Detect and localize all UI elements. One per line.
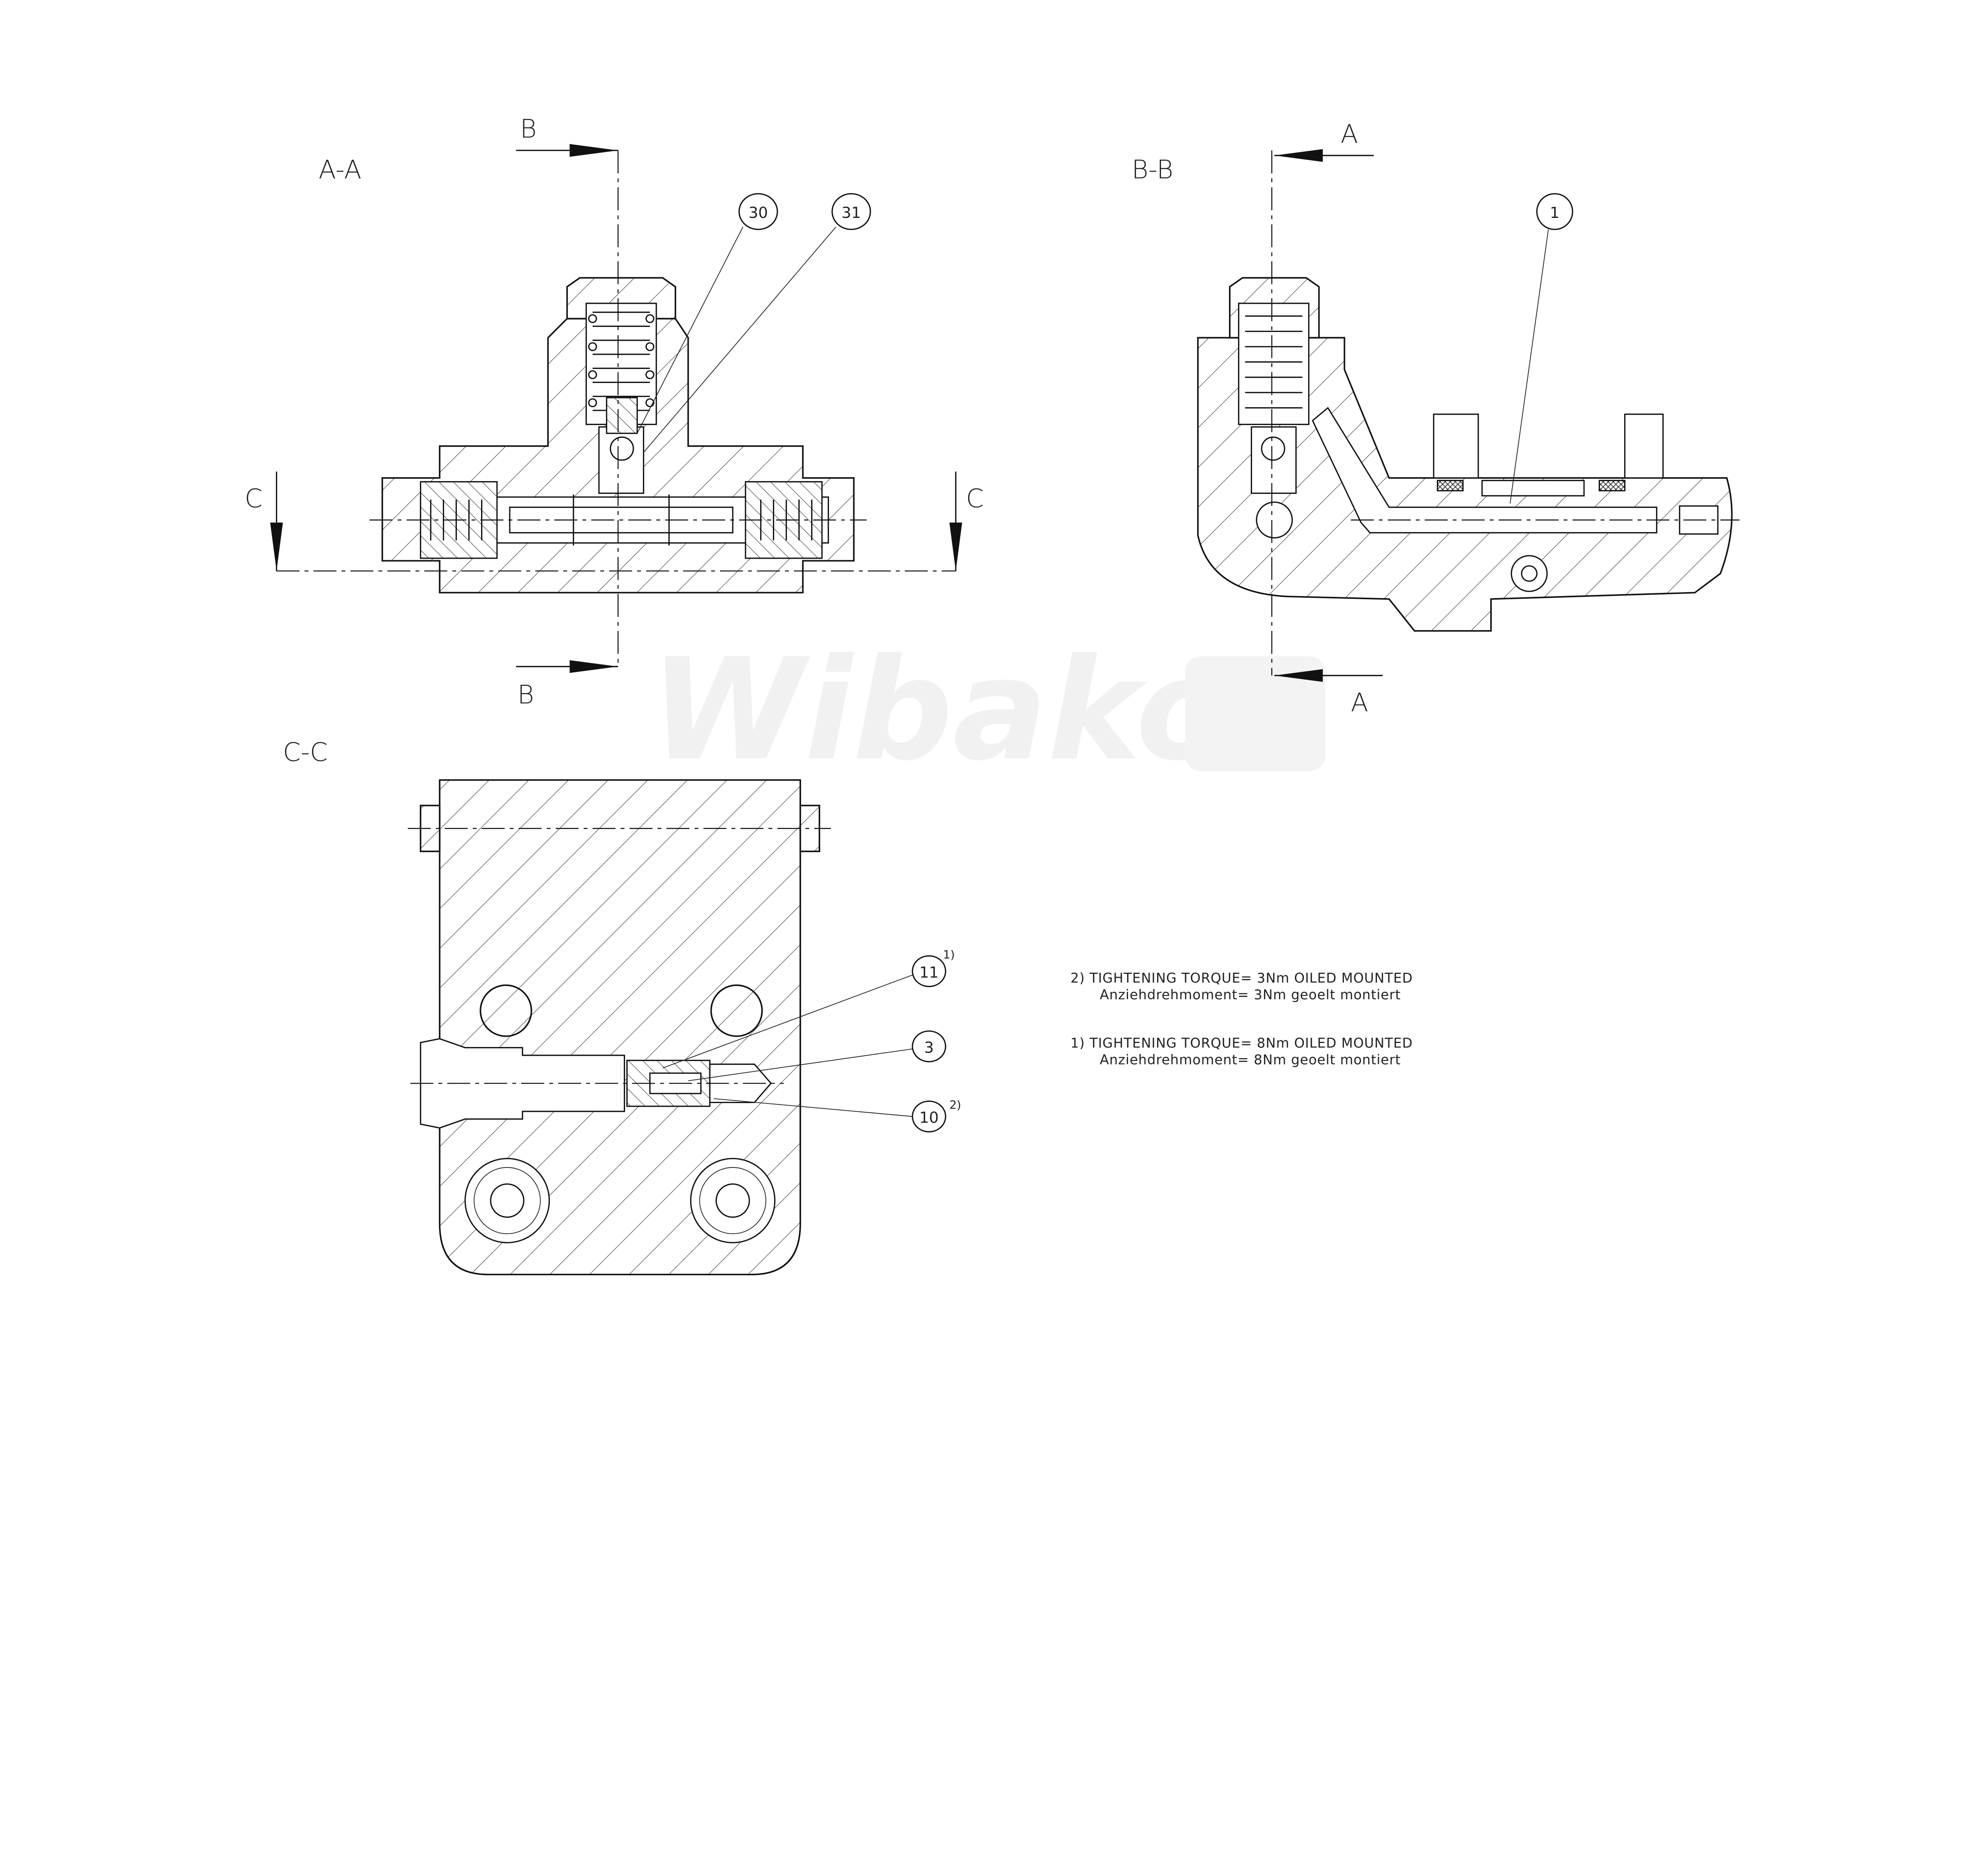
note-2-en: 2) TIGHTENING TORQUE= 3Nm OILED MOUNTED — [1070, 970, 1413, 986]
balloon-3: 3 — [912, 1030, 946, 1063]
section-arrow-a-bottom — [1274, 669, 1323, 682]
section-letter-b-bottom: B — [517, 680, 534, 710]
balloon-11: 11 1) — [912, 948, 955, 987]
seal-right — [1598, 480, 1626, 491]
view-title-b-b: B-B — [1132, 155, 1173, 185]
bolt-hole-left — [464, 1158, 550, 1243]
section-letter-c-left: C — [245, 484, 262, 514]
balloon-11-label: 11 — [919, 964, 939, 981]
section-view-a-a: A-A B B — [245, 115, 984, 710]
leader-10 — [713, 1098, 912, 1117]
drill-tip — [709, 1063, 772, 1103]
section-view-c-c: C-C 11 1) 3 10 2) — [283, 738, 961, 1276]
seal-left — [1437, 480, 1464, 491]
balloon-10: 10 2) — [912, 1098, 961, 1133]
view-title-c-c: C-C — [283, 738, 328, 767]
balloon-30-label: 30 — [749, 204, 768, 222]
spring-coils-bb — [1245, 315, 1303, 409]
leader-31 — [643, 226, 837, 453]
section-letter-b-top: B — [520, 115, 537, 144]
watermark-logo — [1185, 656, 1326, 771]
balloon-31: 31 — [831, 193, 871, 230]
fitting-inner — [1521, 565, 1538, 582]
technical-drawing-sheet: Wibako A-A B — [245, 115, 1740, 1276]
balloon-30: 30 — [738, 193, 778, 230]
poppet — [606, 397, 638, 434]
leader-11 — [662, 975, 913, 1068]
view-title-a-a: A-A — [318, 155, 361, 185]
section-arrow-b-top — [569, 144, 618, 157]
bolt-hole-right — [690, 1158, 776, 1243]
dowel-hole-left — [480, 984, 532, 1037]
housing-body — [1197, 337, 1733, 632]
balloon-1: 1 — [1536, 193, 1573, 230]
dowel-hole-right — [710, 984, 763, 1037]
note-ref-1: 1) — [943, 948, 955, 961]
section-letter-a-bottom: A — [1351, 688, 1368, 717]
note-ref-2: 2) — [949, 1098, 961, 1111]
notes: 2) TIGHTENING TORQUE= 3Nm OILED MOUNTED … — [1070, 970, 1413, 1067]
spring-cavity-bb — [1238, 303, 1310, 425]
section-view-b-b: B-B A A 1 — [1132, 120, 1740, 717]
section-arrow-a-top — [1274, 149, 1323, 162]
block-body — [439, 779, 801, 1276]
spring-coils-vertical — [592, 311, 650, 411]
balloon-3-label: 3 — [924, 1039, 934, 1057]
watermark: Wibako — [650, 629, 1232, 792]
boss-left — [1433, 414, 1479, 479]
section-letter-a-top: A — [1341, 120, 1358, 149]
note-1-de: Anziehdrehmoment= 8Nm geoelt montiert — [1100, 1052, 1401, 1067]
balloon-10-label: 10 — [919, 1109, 939, 1127]
balloon-31-label: 31 — [842, 204, 861, 222]
leader-3 — [688, 1048, 913, 1081]
section-arrow-c-left — [270, 523, 283, 571]
section-letter-c-right: C — [966, 484, 984, 514]
plate — [1481, 480, 1585, 497]
section-arrow-b-bottom — [569, 660, 618, 673]
insert-bore — [649, 1072, 702, 1094]
boss-right — [1624, 414, 1664, 479]
leader-30 — [637, 227, 744, 434]
balloon-1-label: 1 — [1550, 204, 1559, 222]
check-ball-bb — [1261, 436, 1285, 461]
section-arrow-c-right — [949, 523, 962, 571]
check-ball — [610, 436, 634, 461]
leader-1 — [1510, 229, 1549, 504]
note-2-de: Anziehdrehmoment= 3Nm geoelt montiert — [1100, 987, 1401, 1002]
cross-bore — [1256, 501, 1293, 539]
spring-wire-sections — [588, 314, 654, 408]
note-1-en: 1) TIGHTENING TORQUE= 8Nm OILED MOUNTED — [1070, 1035, 1413, 1051]
